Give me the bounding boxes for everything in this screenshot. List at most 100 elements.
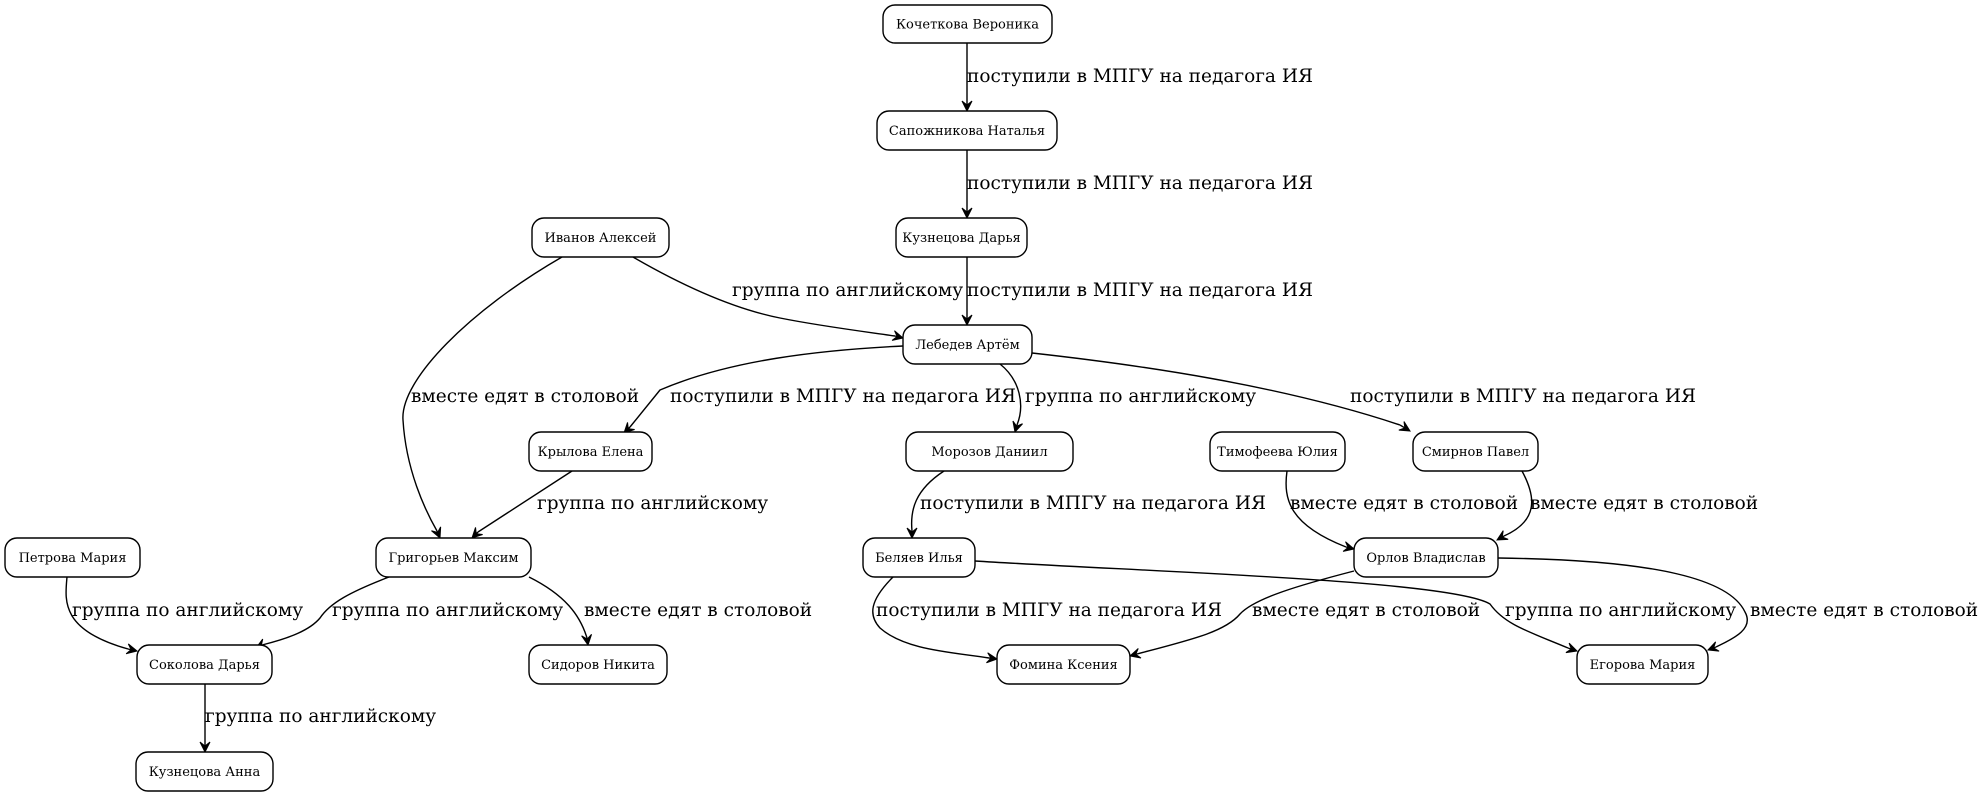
node-box[interactable] xyxy=(531,217,670,258)
node-label: Кочеткова Вероника xyxy=(896,18,1039,33)
node-box[interactable] xyxy=(135,751,274,792)
arrowhead-icon xyxy=(471,527,483,539)
edge-line xyxy=(261,576,390,646)
node[interactable]: Орлов Владислав xyxy=(1353,537,1499,578)
node-box[interactable] xyxy=(375,537,532,578)
edge-label: группа по английскому xyxy=(205,706,436,727)
edge-label: вместе едят в столовой xyxy=(1530,493,1758,514)
node-box[interactable] xyxy=(1353,537,1499,578)
node[interactable]: Кузнецова Анна xyxy=(135,751,274,792)
edge-label: поступили в МПГУ на педагога ИЯ xyxy=(967,66,1313,87)
edge-line xyxy=(1031,352,1401,426)
node[interactable]: Григорьев Максим xyxy=(375,537,532,578)
node-label: Григорьев Максим xyxy=(388,551,518,566)
edge-label: поступили в МПГУ на педагога ИЯ xyxy=(876,600,1222,621)
edge-label: группа по английскому xyxy=(732,280,963,301)
node-box[interactable] xyxy=(882,4,1053,44)
node[interactable]: Сапожникова Наталья xyxy=(876,110,1058,151)
edge xyxy=(1496,470,1533,541)
node-label: Тимофеева Юлия xyxy=(1217,445,1338,460)
arrowhead-icon xyxy=(199,741,211,754)
node-box[interactable] xyxy=(136,644,273,685)
edge xyxy=(974,560,1579,654)
node-box[interactable] xyxy=(905,431,1074,472)
node[interactable]: Сидоров Никита xyxy=(528,644,668,685)
node-box[interactable] xyxy=(902,324,1033,365)
edge-labels-layer: поступили в МПГУ на педагога ИЯ поступили… xyxy=(72,66,1978,727)
node[interactable]: Беляев Илья xyxy=(862,537,976,578)
arrowhead-icon xyxy=(581,634,593,647)
node[interactable]: Крылова Елена xyxy=(528,431,653,472)
edge xyxy=(528,576,593,647)
node-box[interactable] xyxy=(895,217,1028,258)
edge xyxy=(999,363,1023,434)
node-box[interactable] xyxy=(4,537,141,578)
node[interactable]: Смирнов Павел xyxy=(1412,431,1539,472)
node[interactable]: Петрова Мария xyxy=(4,537,141,578)
edge xyxy=(872,576,999,664)
edge-label: вместе едят в столовой xyxy=(1750,600,1978,621)
edge-line xyxy=(65,576,129,650)
edge-label: поступили в МПГУ на педагога ИЯ xyxy=(920,493,1266,514)
node[interactable]: Соколова Дарья xyxy=(136,644,273,685)
edge-label: поступили в МПГУ на педагога ИЯ xyxy=(967,280,1313,301)
edge-label: группа по английскому xyxy=(1025,386,1256,407)
node-box[interactable] xyxy=(528,644,668,685)
edge xyxy=(65,576,139,655)
arrowhead-icon xyxy=(1496,530,1509,541)
node[interactable]: Тимофеева Юлия xyxy=(1209,431,1346,472)
node-box[interactable] xyxy=(1412,431,1539,472)
edge-line xyxy=(402,256,563,532)
node-label: Кузнецова Дарья xyxy=(902,231,1020,246)
edge-label: вместе едят в столовой xyxy=(584,600,812,621)
edge xyxy=(623,345,904,434)
node[interactable]: Кочеткова Вероника xyxy=(882,4,1053,44)
arrowhead-icon xyxy=(623,422,635,434)
edge xyxy=(1031,352,1411,432)
arrowhead-icon xyxy=(431,526,442,540)
edge-label: вместе едят в столовой xyxy=(1290,493,1518,514)
edge xyxy=(1128,570,1355,659)
node-box[interactable] xyxy=(862,537,976,578)
node-label: Соколова Дарья xyxy=(149,658,260,673)
arrowhead-icon xyxy=(891,330,905,341)
edge-line xyxy=(632,256,896,337)
node[interactable]: Морозов Даниил xyxy=(905,431,1074,472)
node[interactable]: Фомина Ксения xyxy=(996,644,1131,685)
node[interactable]: Иванов Алексей xyxy=(531,217,670,258)
node[interactable]: Кузнецова Дарья xyxy=(895,217,1028,258)
node-box[interactable] xyxy=(528,431,653,472)
edge xyxy=(402,256,563,540)
edge-line-tail xyxy=(1399,424,1406,429)
node-box[interactable] xyxy=(996,644,1131,685)
edge xyxy=(199,684,211,754)
arrowhead-icon xyxy=(986,652,999,664)
node-label: Орлов Владислав xyxy=(1366,551,1485,566)
node-label: Сапожникова Наталья xyxy=(889,124,1045,139)
edge-label: группа по английскому xyxy=(1505,600,1736,621)
edge xyxy=(906,470,945,540)
node[interactable]: Лебедев Артём xyxy=(902,324,1033,365)
edge-label: группа по английскому xyxy=(537,493,768,514)
node-label: Иванов Алексей xyxy=(545,231,657,246)
edge-line xyxy=(910,470,945,532)
node-label: Морозов Даниил xyxy=(931,445,1047,460)
arrowhead-icon xyxy=(1565,642,1579,654)
arrowhead-icon xyxy=(1706,641,1720,652)
node-box[interactable] xyxy=(1209,431,1346,472)
edge-label: поступили в МПГУ на педагога ИЯ xyxy=(1350,386,1696,407)
node-box[interactable] xyxy=(1576,644,1709,685)
edge-line xyxy=(1503,470,1533,537)
edge-label: вместе едят в столовой xyxy=(411,386,639,407)
node-box[interactable] xyxy=(876,110,1058,151)
node[interactable]: Егорова Мария xyxy=(1576,644,1709,685)
edge xyxy=(961,257,973,327)
arrowhead-icon xyxy=(961,207,973,220)
arrowhead-icon xyxy=(961,100,973,113)
edge-label: поступили в МПГУ на педагога ИЯ xyxy=(967,173,1313,194)
arrowhead-icon xyxy=(125,643,139,655)
node-label: Егорова Мария xyxy=(1590,658,1696,673)
edge xyxy=(471,470,573,539)
edge-line xyxy=(1497,557,1748,648)
